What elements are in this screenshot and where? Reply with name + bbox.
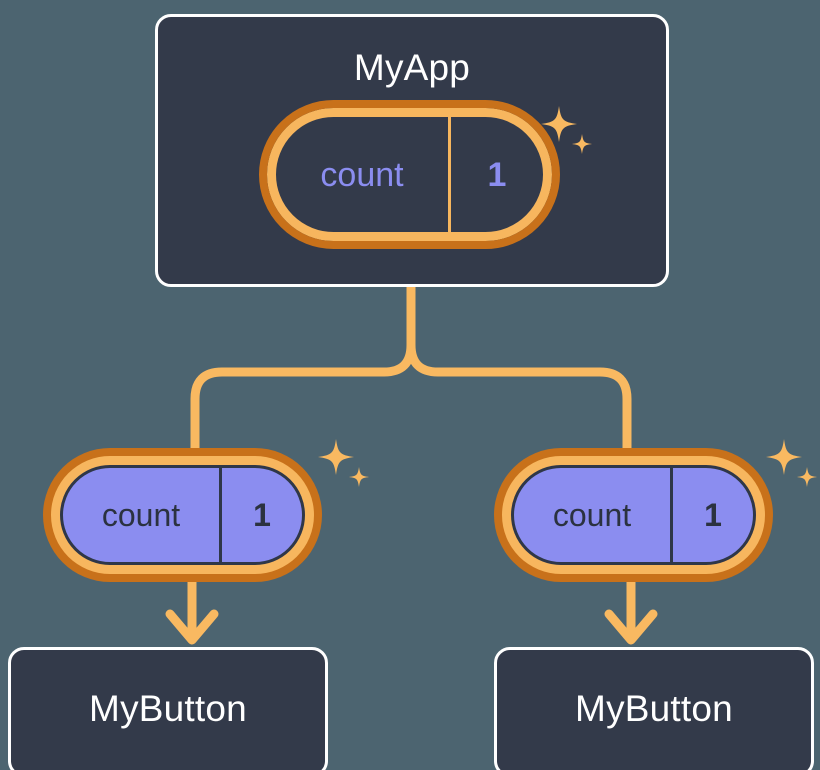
state-pill-root-key: count	[320, 155, 404, 194]
sparkle-group-child-left	[318, 439, 369, 487]
state-pill-child-left-divider	[219, 468, 222, 562]
tree-branch-connector	[190, 282, 416, 462]
state-pill-child-left-value: 1	[253, 497, 271, 533]
state-pill-child-right-value: 1	[704, 497, 722, 533]
state-pill-child-right-key: count	[552, 497, 632, 533]
component-title-myapp: MyApp	[353, 47, 471, 88]
component-title-mybutton-right: MyButton	[575, 688, 733, 729]
state-pill-child-left[interactable]: count 1	[60, 465, 305, 565]
state-pill-child-left-key: count	[101, 497, 181, 533]
state-pill-root-value: 1	[487, 155, 507, 194]
component-box-mybutton-right[interactable]: MyButton	[494, 647, 814, 770]
sparkle-four-point-star	[766, 439, 802, 475]
arrow-down-icon-right-head	[604, 609, 658, 645]
sparkle-four-point-star-small	[797, 467, 817, 487]
state-pill-root-divider	[448, 117, 451, 232]
component-box-mybutton-left[interactable]: MyButton	[8, 647, 328, 770]
tree-branch-connector-right	[406, 282, 632, 462]
component-title-mybutton-left: MyButton	[89, 688, 247, 729]
state-pill-child-right-divider	[670, 468, 673, 562]
sparkle-four-point-star-small	[349, 467, 369, 487]
state-pill-child-right[interactable]: count 1	[511, 465, 756, 565]
sparkle-four-point-star	[318, 439, 354, 475]
arrow-down-icon-left-head	[165, 609, 219, 645]
state-pill-root[interactable]: count 1	[259, 100, 560, 249]
sparkle-group-child-right	[766, 439, 817, 487]
